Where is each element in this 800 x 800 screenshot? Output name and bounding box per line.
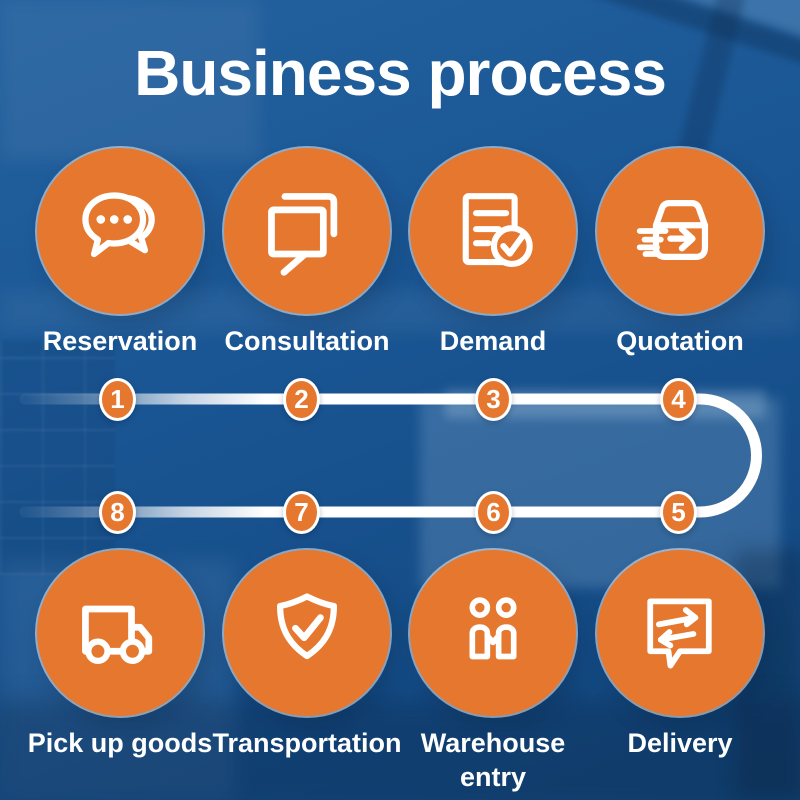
step-label: Quotation xyxy=(616,326,744,356)
step-circle xyxy=(224,148,390,314)
page-title: Business process xyxy=(134,37,667,109)
step-circle xyxy=(597,148,763,314)
flow-step-number-8: 8 xyxy=(99,491,136,534)
flow-step-number-3: 3 xyxy=(475,378,512,421)
step-circle xyxy=(224,550,390,716)
step-circle xyxy=(37,550,203,716)
step-consultation: Consultation xyxy=(207,148,407,359)
flow-step-number-4: 4 xyxy=(660,378,697,421)
step-warehouse-entry: Warehouse entry xyxy=(393,550,593,795)
step-label: Delivery xyxy=(627,728,733,758)
document-check-icon xyxy=(446,184,540,278)
step-label: Transportation xyxy=(212,728,402,758)
step-delivery: Delivery xyxy=(580,550,780,761)
step-circle xyxy=(597,550,763,716)
step-circle xyxy=(37,148,203,314)
step-label: Demand xyxy=(439,326,547,356)
flow-step-number-2: 2 xyxy=(283,378,320,421)
truck-icon xyxy=(72,585,168,681)
step-pick-up-goods: Pick up goods xyxy=(20,550,220,761)
step-circle xyxy=(410,550,576,716)
chat-bubbles-icon xyxy=(72,183,168,279)
shield-check-icon xyxy=(259,585,355,681)
message-panels-icon xyxy=(259,183,355,279)
step-circle xyxy=(410,148,576,314)
box-arrow-icon xyxy=(632,183,728,279)
step-quotation: Quotation xyxy=(580,148,780,359)
flow-step-number-5: 5 xyxy=(660,491,697,534)
step-label: Warehouse entry xyxy=(420,728,566,792)
step-transportation: Transportation xyxy=(207,550,407,761)
step-demand: Demand xyxy=(393,148,593,359)
flow-step-number-6: 6 xyxy=(475,491,512,534)
people-handshake-icon xyxy=(446,586,540,680)
step-label: Pick up goods xyxy=(27,728,213,758)
step-label: Consultation xyxy=(224,326,390,356)
step-reservation: Reservation xyxy=(20,148,220,359)
flow-step-number-7: 7 xyxy=(283,491,320,534)
step-label: Reservation xyxy=(42,326,198,356)
message-transfer-icon xyxy=(632,585,728,681)
flow-step-number-1: 1 xyxy=(99,378,136,421)
